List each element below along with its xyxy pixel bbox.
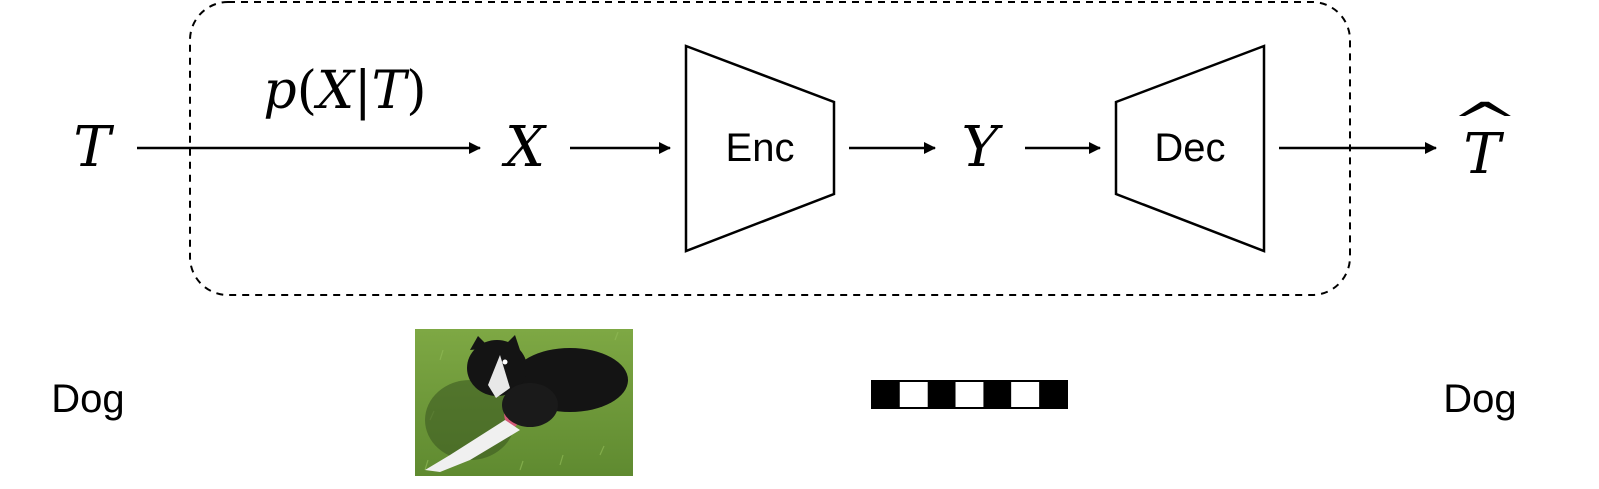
dog-photo	[415, 329, 633, 476]
channel-label: p(X|T)	[263, 61, 426, 121]
code-cell	[1039, 381, 1067, 408]
code-cell	[872, 381, 900, 408]
encoder-label: Enc	[726, 126, 795, 170]
decoder-label: Dec	[1154, 126, 1225, 170]
code-cell	[983, 381, 1012, 408]
output-example-text: Dog	[1443, 377, 1516, 421]
code-cell	[1011, 381, 1040, 408]
code-cell	[955, 381, 984, 408]
latent-code-bar	[871, 380, 1068, 409]
observation-symbol: X	[501, 115, 547, 180]
input-example-text: Dog	[51, 377, 124, 421]
output-symbol: T	[1463, 122, 1504, 187]
output-hat-accent: ^	[1450, 93, 1520, 153]
encoder-block	[684, 44, 836, 253]
code-cell	[927, 381, 956, 408]
code-bar-border	[871, 380, 1068, 409]
latent-symbol: Y	[962, 115, 1004, 180]
decoder-block	[1114, 44, 1266, 253]
input-symbol: T	[73, 115, 114, 180]
code-cell	[899, 381, 928, 408]
